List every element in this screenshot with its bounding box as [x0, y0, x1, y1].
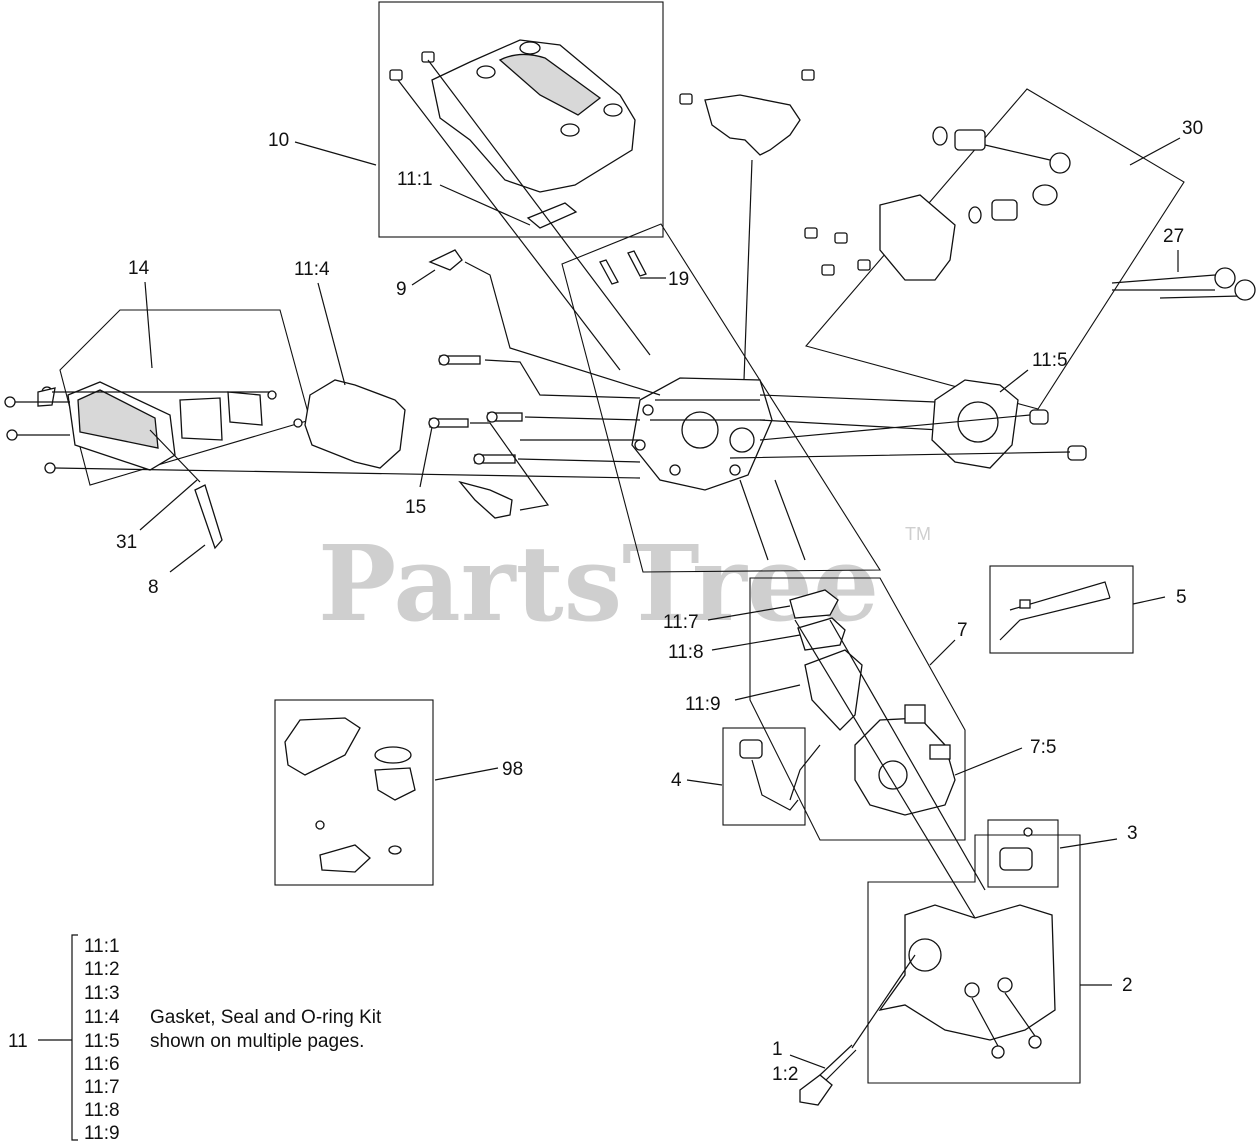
head-gasket-part — [931, 379, 1087, 469]
callout-4: 4 — [671, 770, 682, 791]
linkage-group-box — [989, 565, 1134, 654]
filter-element-box — [987, 819, 1059, 888]
callout-27: 27 — [1163, 226, 1184, 247]
kit-item: 11:9 — [84, 1123, 120, 1144]
callout-11-1: 11:1 — [397, 169, 433, 190]
kit-item: 11:1 — [84, 936, 120, 957]
callout-2: 2 — [1122, 975, 1133, 996]
callout-11-7: 11:7 — [663, 612, 699, 633]
dipstick-part — [799, 954, 916, 1106]
callout-9: 9 — [396, 279, 407, 300]
kit-item: 11:7 — [84, 1077, 120, 1098]
valve-group-box — [805, 88, 1185, 410]
callout-11-8: 11:8 — [668, 642, 704, 663]
callout-31: 31 — [116, 532, 137, 553]
callout-10: 10 — [268, 130, 289, 151]
primer-group-box — [722, 727, 806, 826]
breather-part — [458, 480, 513, 519]
air-filter-housing-part — [878, 904, 1056, 1059]
cylinder-head-part — [631, 377, 773, 491]
heat-shield-part — [704, 94, 801, 156]
callout-1: 1 — [772, 1039, 783, 1060]
muffler-group-box — [378, 1, 664, 238]
callout-14: 14 — [128, 258, 150, 279]
breather-hose-part — [194, 484, 223, 550]
valve-cover-gasket-part — [304, 379, 406, 469]
callout-8: 8 — [148, 577, 159, 598]
kit-item: 11:3 — [84, 983, 120, 1004]
head-bolts — [428, 354, 523, 465]
exhaust-gasket — [526, 202, 578, 229]
callout-3: 3 — [1127, 823, 1138, 844]
intake-gasket-117 — [789, 589, 839, 619]
callout-30: 30 — [1182, 118, 1203, 139]
callout-98: 98 — [502, 759, 523, 780]
repair-kit-group-box — [274, 699, 434, 886]
callout-19: 19 — [668, 269, 689, 290]
kit-item: 11:6 — [84, 1054, 120, 1075]
kit-item: 11:5 — [84, 1031, 120, 1052]
callout-15: 15 — [405, 497, 426, 518]
kit-item: 11:2 — [84, 959, 120, 980]
valve-train-part — [804, 126, 1071, 281]
callout-11-4: 11:4 — [294, 259, 330, 280]
callout-1-2: 1:2 — [772, 1064, 798, 1085]
callout-5: 5 — [1176, 587, 1187, 608]
gasket-119 — [804, 649, 863, 731]
kit-note-line1: Gasket, Seal and O-ring Kit — [150, 1007, 382, 1028]
watermark-tm: TM — [905, 524, 931, 544]
spark-plug-part — [428, 249, 463, 271]
muffler-part — [389, 39, 636, 193]
kit-item: 11:8 — [84, 1100, 120, 1121]
watermark-text: PartsTree — [318, 522, 879, 645]
carburetor-group-box — [749, 577, 966, 841]
kit-group-label: 11 — [8, 1031, 28, 1052]
kit-item: 11:4 — [84, 1007, 120, 1028]
carburetor-part — [854, 704, 956, 816]
callout-11-5: 11:5 — [1032, 350, 1068, 371]
kit-legend: 11 11:1 11:2 11:3 11:4 11:5 11:6 11:7 11… — [8, 934, 382, 1144]
air-filter-group-box — [867, 834, 1081, 1084]
callout-7: 7 — [957, 620, 968, 641]
callout-11-9: 11:9 — [685, 694, 721, 715]
valve-cover-part — [4, 381, 303, 474]
primer-part — [739, 739, 821, 811]
cylinder-head-group-box — [561, 223, 881, 573]
linkage-part — [999, 581, 1111, 641]
callout-7-5: 7:5 — [1030, 737, 1056, 758]
filter-element-part — [999, 827, 1033, 871]
push-rods-part — [1111, 267, 1256, 301]
repair-kit-part — [284, 717, 416, 873]
valve-cover-group-box — [59, 309, 311, 486]
kit-note-line2: shown on multiple pages. — [150, 1031, 364, 1052]
